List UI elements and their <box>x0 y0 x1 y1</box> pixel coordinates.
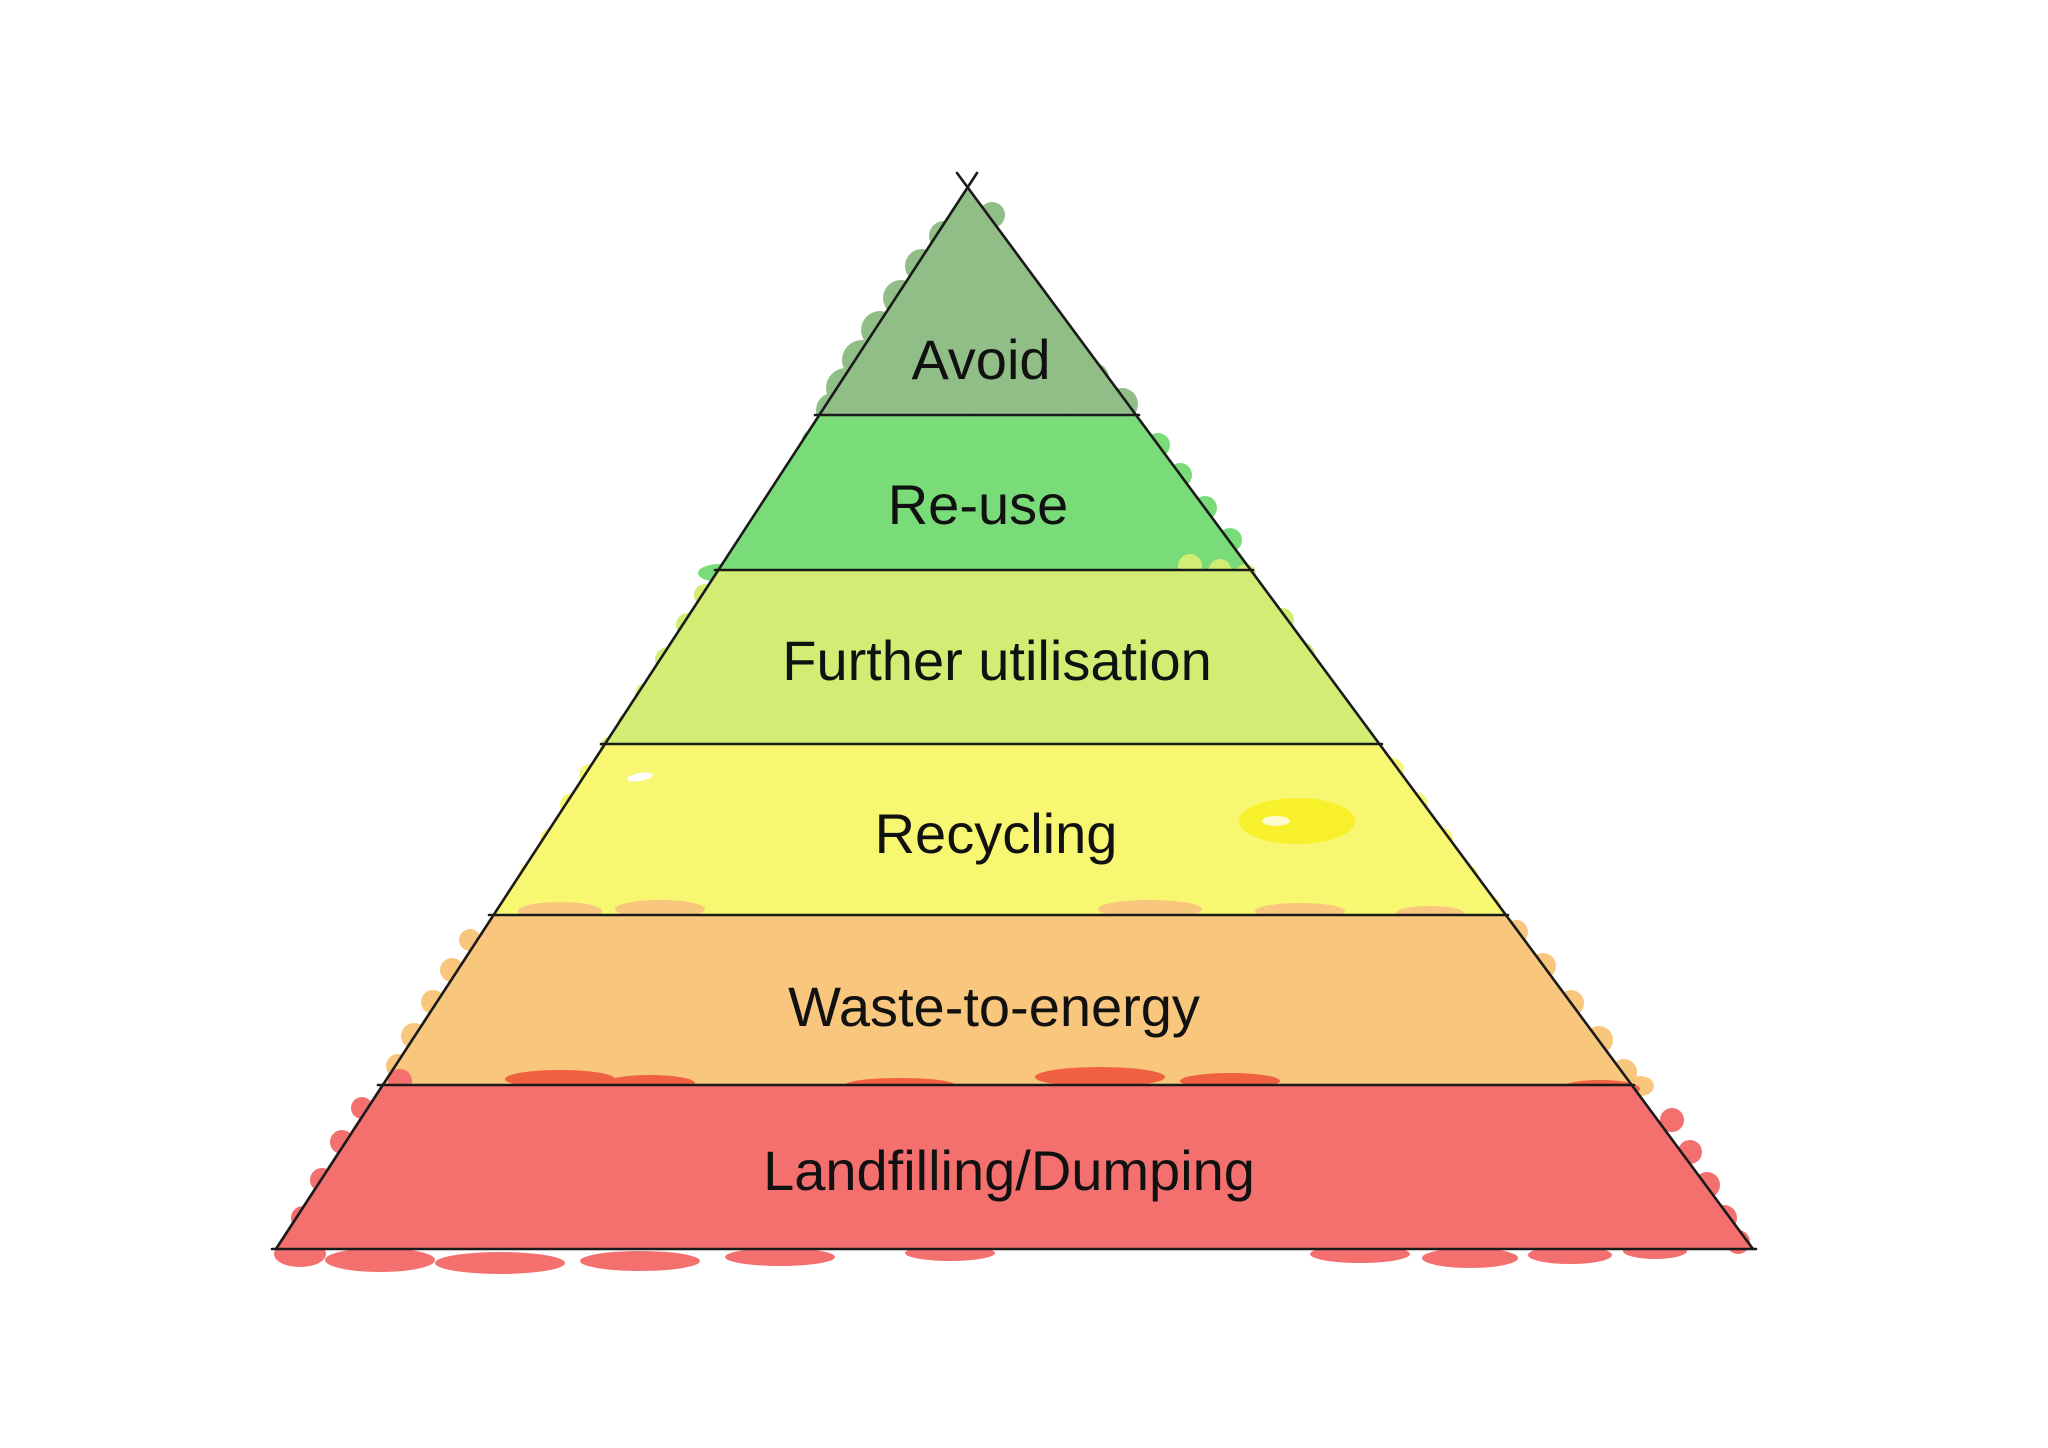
level-shape-landfilling-dumping <box>275 1085 1752 1248</box>
pyramid-outlines <box>270 171 1758 1251</box>
label-further-utilisation: Further utilisation <box>782 629 1212 692</box>
level-shape-avoid <box>818 188 1136 416</box>
pyramid-labels: Avoid Re-use Further utilisation Recycli… <box>763 328 1255 1202</box>
recycling-highlight-inner-dash <box>1262 816 1290 826</box>
label-reuse: Re-use <box>888 473 1069 536</box>
recycling-highlight-smudge <box>1239 798 1355 844</box>
label-landfilling-dumping: Landfilling/Dumping <box>763 1139 1255 1202</box>
level-shape-further-utilisation <box>604 570 1379 744</box>
label-waste-to-energy: Waste-to-energy <box>788 975 1200 1038</box>
outline-right-edge <box>955 171 1755 1251</box>
outline-left-edge <box>274 171 979 1251</box>
label-avoid: Avoid <box>911 328 1050 391</box>
pyramid-level-avoid <box>816 188 1138 434</box>
pyramid-level-landfilling-dumping <box>274 1069 1752 1274</box>
level-shape-recycling <box>492 744 1505 915</box>
recycling-white-dash <box>627 772 653 782</box>
level-shape-waste-to-energy <box>381 915 1631 1085</box>
label-recycling: Recycling <box>875 802 1118 865</box>
pyramid-level-recycling <box>492 744 1505 925</box>
level-shape-reuse <box>718 416 1250 570</box>
